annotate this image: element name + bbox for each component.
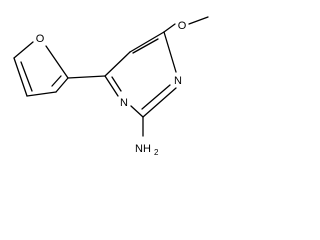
ring-nitrogen-upper-label: N (174, 75, 182, 87)
amine-label: NH (135, 143, 151, 155)
bond-c6-furan (67, 75, 106, 79)
bond-furan-c5-c4 (13, 57, 28, 97)
bond-furan-c2-o (45, 45, 69, 79)
bond-furan-c5-c4-inner (20, 61, 33, 92)
bond-n1-c2 (130, 105, 144, 118)
bond-n3-c4 (163, 31, 177, 73)
bond-c4-c5-inner (132, 38, 159, 54)
bond-furan-c3-c2 (55, 77, 69, 93)
bond-c6-n1 (104, 75, 119, 97)
bond-furan-c4-c3 (26, 91, 57, 97)
bond-c4-c5 (129, 31, 165, 53)
bond-c2-n3-inner (141, 84, 171, 110)
bond-furan-c3-c2-inner (51, 75, 62, 87)
methoxy-oxygen-label: O (178, 20, 187, 32)
molecule-structure: O O N N NH 2 (13, 16, 209, 157)
amine-subscript: 2 (154, 148, 159, 157)
ring-nitrogen-lower-label: N (120, 97, 128, 109)
bond-c2-n3 (142, 87, 177, 118)
furan-oxygen-label: O (36, 33, 45, 45)
bond-furan-o-c5 (13, 41, 34, 59)
bond-c5-c6 (104, 51, 131, 77)
bond-c6-n1-inner (111, 76, 122, 92)
bond-methyl-o (188, 16, 209, 25)
bond-o-c4 (163, 23, 176, 33)
